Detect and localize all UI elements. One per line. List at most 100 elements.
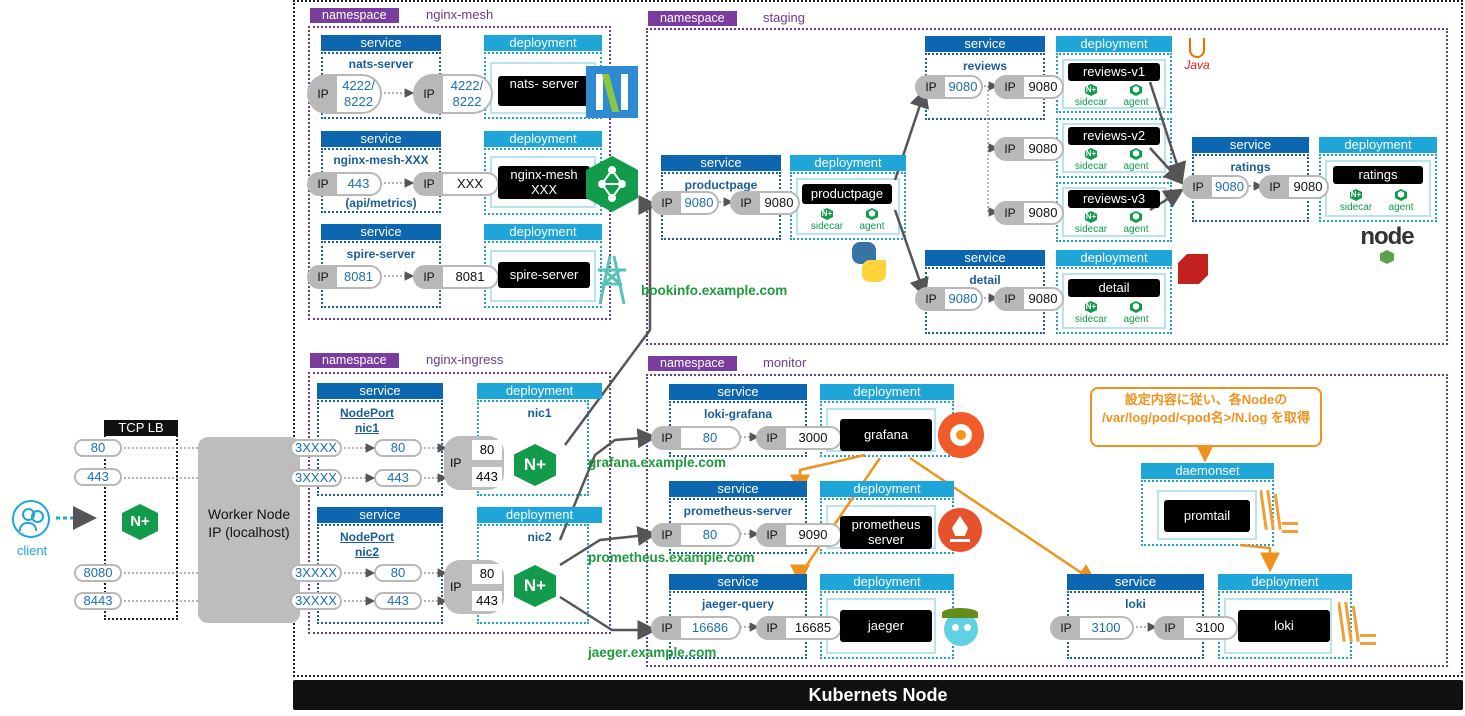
host-bookinfo[interactable]: bookinfo.example.com	[641, 283, 788, 298]
promtail-callout: 設定内容に従い、各Nodeの /var/log/pod/<pod名>/N.log…	[1090, 387, 1322, 447]
lb-port-8443[interactable]: 8443	[74, 592, 122, 610]
deployment-name-nic1: nic1	[527, 406, 552, 420]
jaeger-logo-icon	[938, 604, 984, 648]
pod-productpage[interactable]: productpage	[802, 184, 892, 204]
pod-prometheus-server[interactable]: prometheus server	[840, 516, 932, 549]
loki-logo-icon	[1259, 486, 1300, 540]
service-tag: service	[321, 35, 441, 51]
namespace-tag: namespace	[648, 356, 737, 371]
nic2-svc-port-80[interactable]: 80	[374, 564, 422, 582]
host-grafana[interactable]: grafana.example.com	[588, 455, 727, 470]
deployment-name-nic2: nic2	[527, 530, 552, 544]
nic1-svc-port-80[interactable]: 80	[374, 439, 422, 457]
lb-port-80[interactable]: 80	[74, 439, 122, 457]
deployment-tag: deployment	[820, 481, 954, 497]
namespace-name-nginx-ingress: nginx-ingress	[426, 352, 504, 367]
sidecar-icon: N+	[1350, 189, 1362, 201]
nodeport-xxxx-4[interactable]: 3XXXX	[290, 592, 342, 610]
service-tag: service	[669, 481, 807, 497]
nodeport-xxxx-3[interactable]: 3XXXX	[290, 564, 342, 582]
service-tag: service	[317, 383, 443, 399]
pod-nginx-mesh[interactable]: nginx-mesh XXX	[498, 166, 590, 199]
deployment-tag: deployment	[484, 131, 602, 147]
pod-promtail[interactable]: promtail	[1164, 500, 1250, 532]
loki-logo-icon	[1337, 598, 1378, 652]
mesh-sub-label: (api/metrics)	[345, 196, 417, 210]
sidecar-icon: N+	[1085, 301, 1097, 313]
node-title: Kubernets Node	[808, 685, 948, 705]
sidecar-label: sidecar	[1074, 224, 1108, 235]
namespace-monitor	[646, 374, 1448, 667]
client-label: client	[16, 543, 48, 558]
agent-label: agent	[1123, 97, 1149, 108]
pod-reviews-v1[interactable]: reviews-v1	[1068, 63, 1160, 81]
namespace-name-staging: staging	[763, 10, 805, 25]
nic1-ip-block[interactable]: IP 80 443	[444, 436, 504, 490]
python-logo-icon	[848, 240, 890, 284]
nodeport-xxxx-2[interactable]: 3XXXX	[290, 469, 342, 487]
agent-icon: ⬢	[866, 208, 878, 220]
agent-label: agent	[859, 221, 885, 232]
grafana-logo-icon	[938, 412, 984, 458]
pod-loki[interactable]: loki	[1238, 610, 1330, 642]
namespace-nginx-ingress	[308, 372, 611, 634]
deployment-tag: deployment	[1056, 250, 1172, 266]
deployment-tag: deployment	[1319, 137, 1437, 153]
nic1-svc-port-443[interactable]: 443	[374, 469, 422, 487]
pod-nats-server[interactable]: nats- server	[498, 76, 590, 106]
client-icon[interactable]	[12, 500, 50, 538]
service-name-jaeger: jaeger-query	[701, 597, 775, 611]
namespace-tag: namespace	[310, 353, 399, 368]
host-prometheus[interactable]: prometheus.example.com	[588, 550, 755, 565]
pod-jaeger[interactable]: jaeger	[840, 610, 932, 642]
pod-detail[interactable]: detail	[1068, 279, 1160, 297]
pod-reviews-v2[interactable]: reviews-v2	[1068, 127, 1160, 145]
lb-port-8080[interactable]: 8080	[74, 564, 122, 582]
nic2-svc-port-443[interactable]: 443	[374, 592, 422, 610]
agent-icon: ⬢	[1130, 84, 1142, 96]
host-jaeger[interactable]: jaeger.example.com	[588, 645, 717, 660]
service-tag: service	[669, 384, 807, 400]
pod-grafana[interactable]: grafana	[840, 419, 932, 451]
pod-spire-server[interactable]: spire-server	[498, 262, 590, 288]
spire-logo-icon	[594, 252, 630, 306]
service-name-reviews: reviews	[962, 59, 1008, 73]
nodeport-xxxx-1[interactable]: 3XXXX	[290, 439, 342, 457]
sidecar-icon: N+	[821, 208, 833, 220]
sidecar-label: sidecar	[1074, 97, 1108, 108]
nic1-nginx-plus-icon: N+	[514, 444, 556, 486]
namespace-name-nginx-mesh: nginx-mesh	[426, 7, 494, 22]
nic2-ip-block[interactable]: IP 80 443	[444, 560, 504, 614]
pod-reviews-v3[interactable]: reviews-v3	[1068, 190, 1160, 208]
ruby-logo-icon	[1178, 254, 1208, 284]
nats-logo-icon	[586, 66, 638, 118]
pod-ratings[interactable]: ratings	[1333, 166, 1423, 184]
lb-port-443[interactable]: 443	[74, 468, 122, 486]
deployment-tag: deployment	[477, 507, 602, 523]
agent-label: agent	[1388, 202, 1414, 213]
